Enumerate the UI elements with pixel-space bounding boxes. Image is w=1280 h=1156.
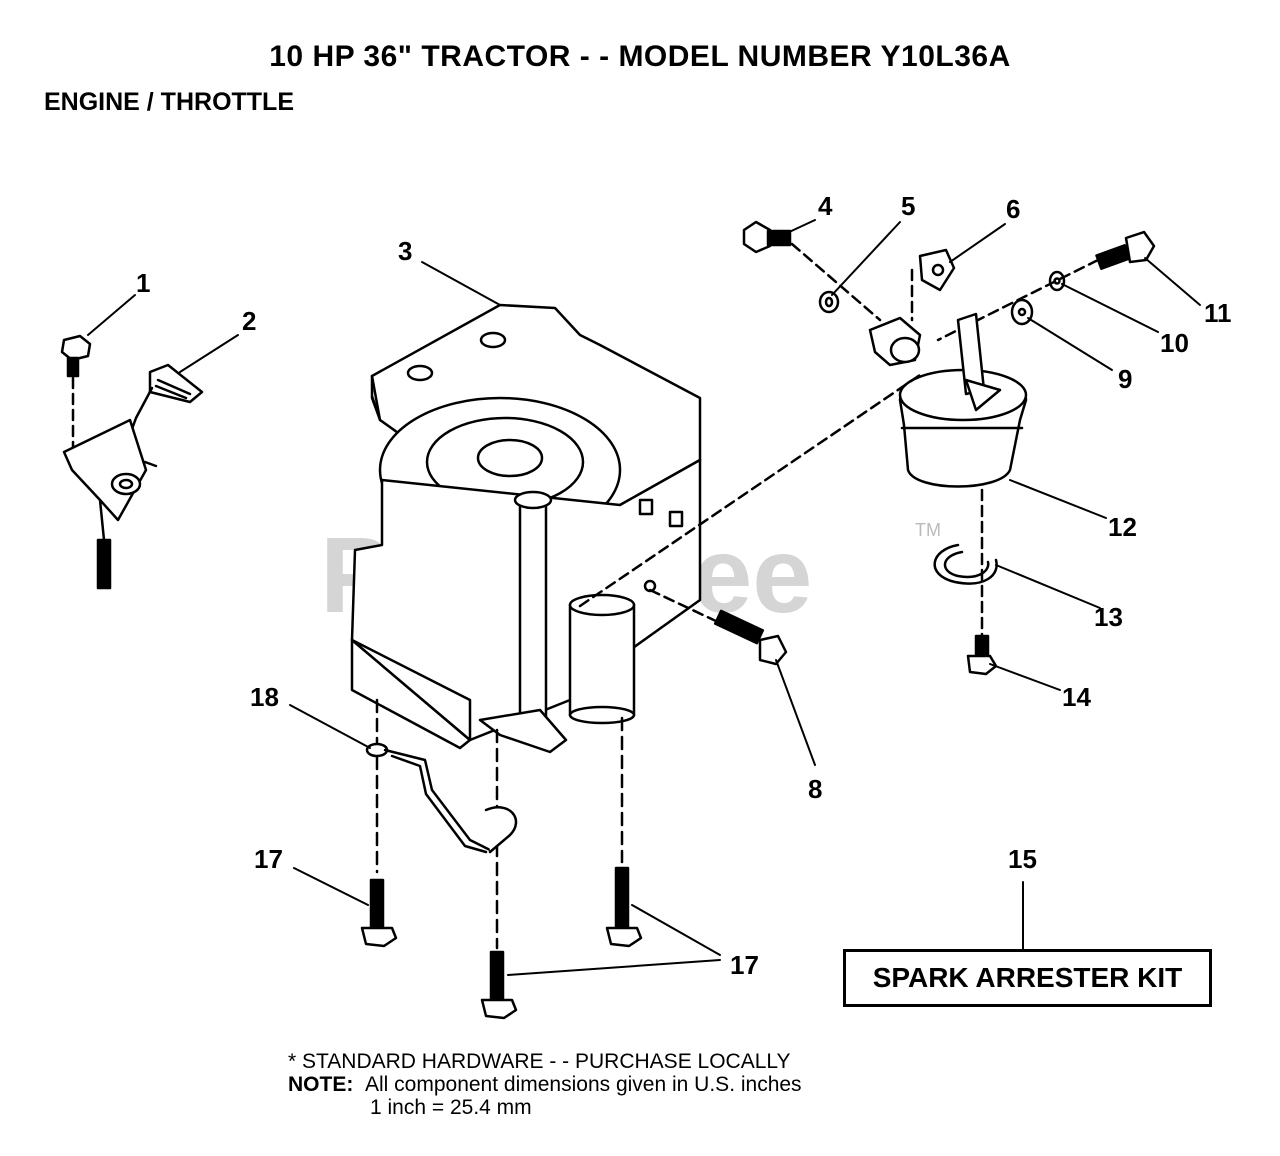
callout-4: 4 (818, 191, 833, 221)
dimensions-note-row: NOTE: All component dimensions given in … (288, 1073, 802, 1096)
engine-bolt-drawing (648, 588, 788, 666)
callout-11: 11 (1204, 298, 1232, 328)
callout-5: 5 (901, 191, 915, 221)
callout-15: 15 (1008, 844, 1037, 874)
callout-3: 3 (398, 236, 412, 266)
section-title: ENGINE / THROTTLE (44, 88, 294, 116)
callout-9: 9 (1118, 364, 1132, 394)
callout-12: 12 (1108, 512, 1137, 542)
muffler-drawing (578, 312, 1028, 608)
diagram-title: 10 HP 36" TRACTOR - - MODEL NUMBER Y10L3… (269, 40, 1011, 73)
callout-6: 6 (1006, 194, 1020, 224)
callout-numbers: 1 2 3 4 5 6 8 9 10 11 12 13 14 15 17 17 … (136, 191, 1232, 980)
callout-18: 18 (250, 682, 279, 712)
callout-17b: 17 (730, 950, 759, 980)
muffler-hardware-drawing (742, 220, 956, 367)
conversion-note: 1 inch = 25.4 mm (370, 1096, 532, 1119)
fuel-line-drawing (365, 742, 518, 854)
note-label: NOTE: (288, 1073, 354, 1096)
callout-10: 10 (1160, 328, 1189, 358)
throttle-bolt-drawing (60, 334, 92, 450)
spark-arrester-kit-box: SPARK ARRESTER KIT (843, 949, 1212, 1007)
mounting-bolts-drawing (360, 866, 643, 1020)
callout-2: 2 (242, 306, 256, 336)
callout-14: 14 (1062, 682, 1091, 712)
notes-block: * STANDARD HARDWARE - - PURCHASE LOCALLY… (288, 1050, 802, 1119)
spark-arrester-kit-label: SPARK ARRESTER KIT (872, 962, 1183, 993)
muffler-clip-drawing (933, 488, 998, 676)
throttle-control-drawing (62, 363, 204, 590)
callout-8: 8 (808, 774, 822, 804)
callout-leaders (87, 219, 1201, 976)
callout-1: 1 (136, 268, 150, 298)
dimensions-note: All component dimensions given in U.S. i… (365, 1073, 802, 1096)
watermark-trademark: TM (915, 520, 941, 540)
engine-drawing (350, 303, 702, 950)
callout-13: 13 (1094, 602, 1123, 632)
callout-17a: 17 (254, 844, 283, 874)
standard-hardware-note: * STANDARD HARDWARE - - PURCHASE LOCALLY (288, 1050, 791, 1073)
